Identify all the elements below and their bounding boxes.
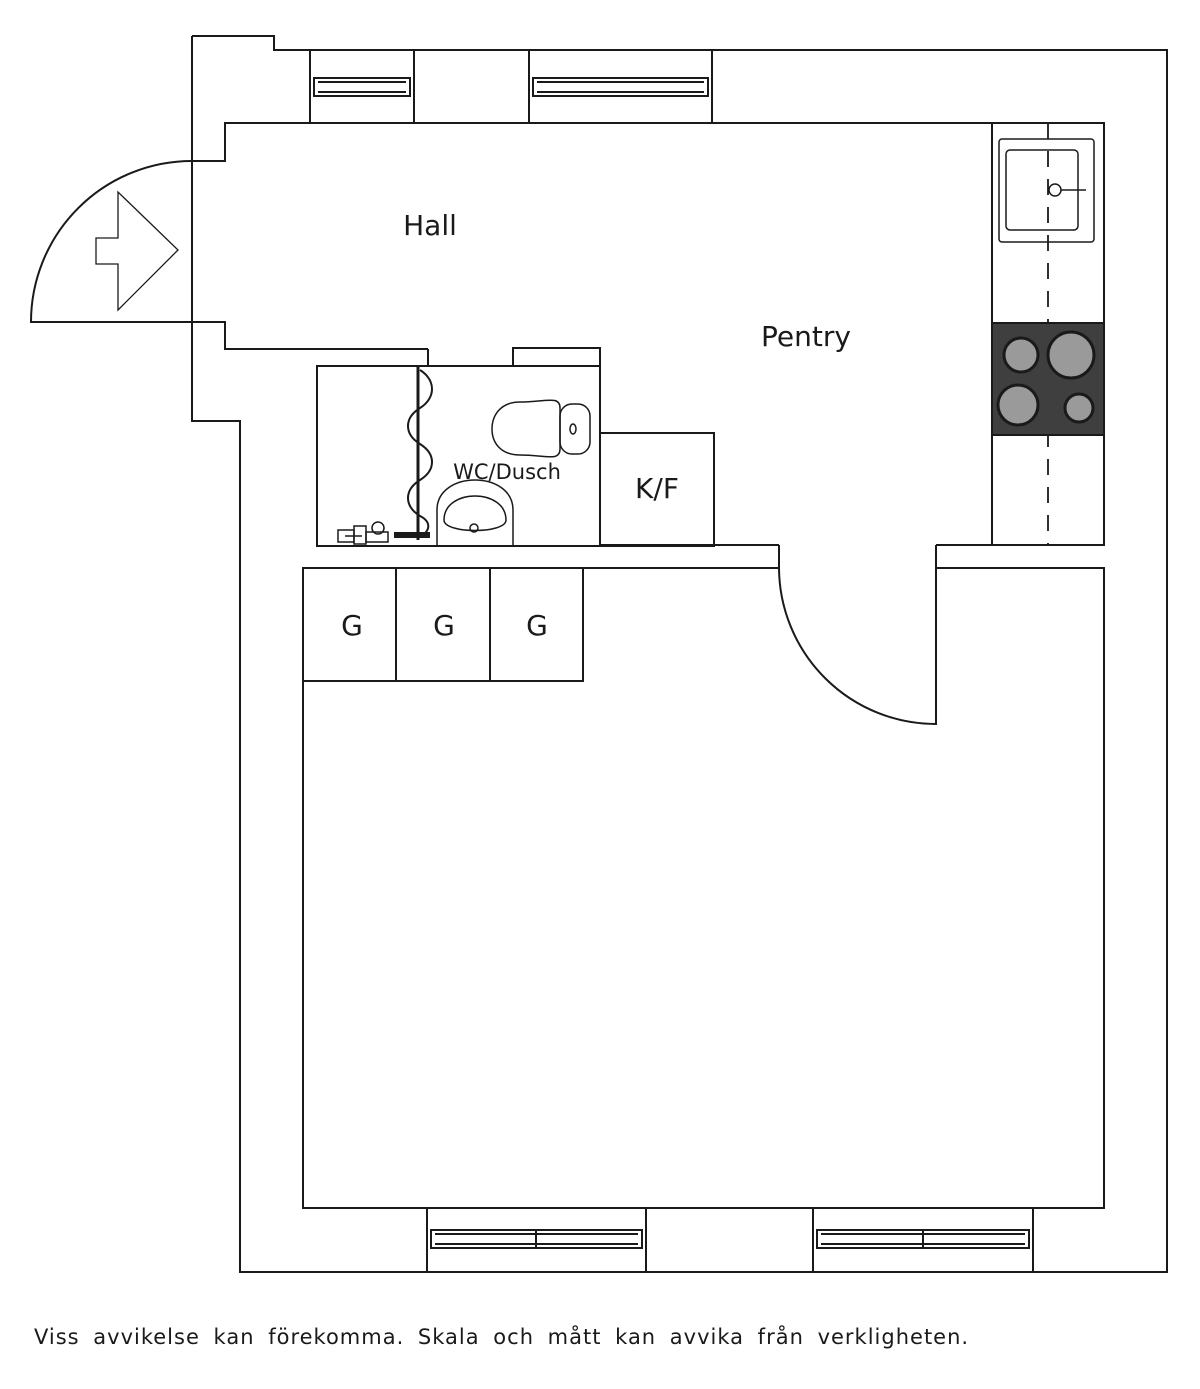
entrance-door — [29, 160, 193, 323]
closet-label: G — [341, 609, 363, 642]
window-top-right — [528, 49, 713, 124]
window-top-left — [309, 49, 415, 124]
window-bottom-left — [426, 1207, 647, 1273]
stove-icon — [991, 322, 1105, 436]
washbasin-icon — [436, 479, 514, 545]
partition-wall — [302, 545, 1105, 1209]
room-label-kf: K/F — [635, 472, 679, 505]
entrance-arrow-icon — [95, 190, 179, 312]
room-label-hall: Hall — [403, 209, 457, 242]
floor-plan: Hall Pentry WC/Dusch K/F G G G — [29, 35, 1168, 1273]
outer-wall — [191, 35, 1168, 1273]
closets — [302, 567, 584, 682]
toilet-icon — [491, 399, 591, 458]
shower-fixture-icon — [337, 521, 389, 545]
shower-curtain — [407, 366, 433, 540]
interior-door-swing — [778, 567, 937, 726]
shower-drain — [394, 532, 430, 538]
closet-label: G — [526, 609, 548, 642]
room-label-wc: WC/Dusch — [453, 460, 561, 484]
closet-label: G — [433, 609, 455, 642]
room-label-pentry: Pentry — [761, 320, 851, 353]
kitchen-sink-icon — [998, 138, 1095, 243]
fridge-freezer — [599, 432, 715, 547]
window-bottom-right — [812, 1207, 1034, 1273]
disclaimer-text: Viss avvikelse kan förekomma. Skala och … — [34, 1325, 970, 1349]
